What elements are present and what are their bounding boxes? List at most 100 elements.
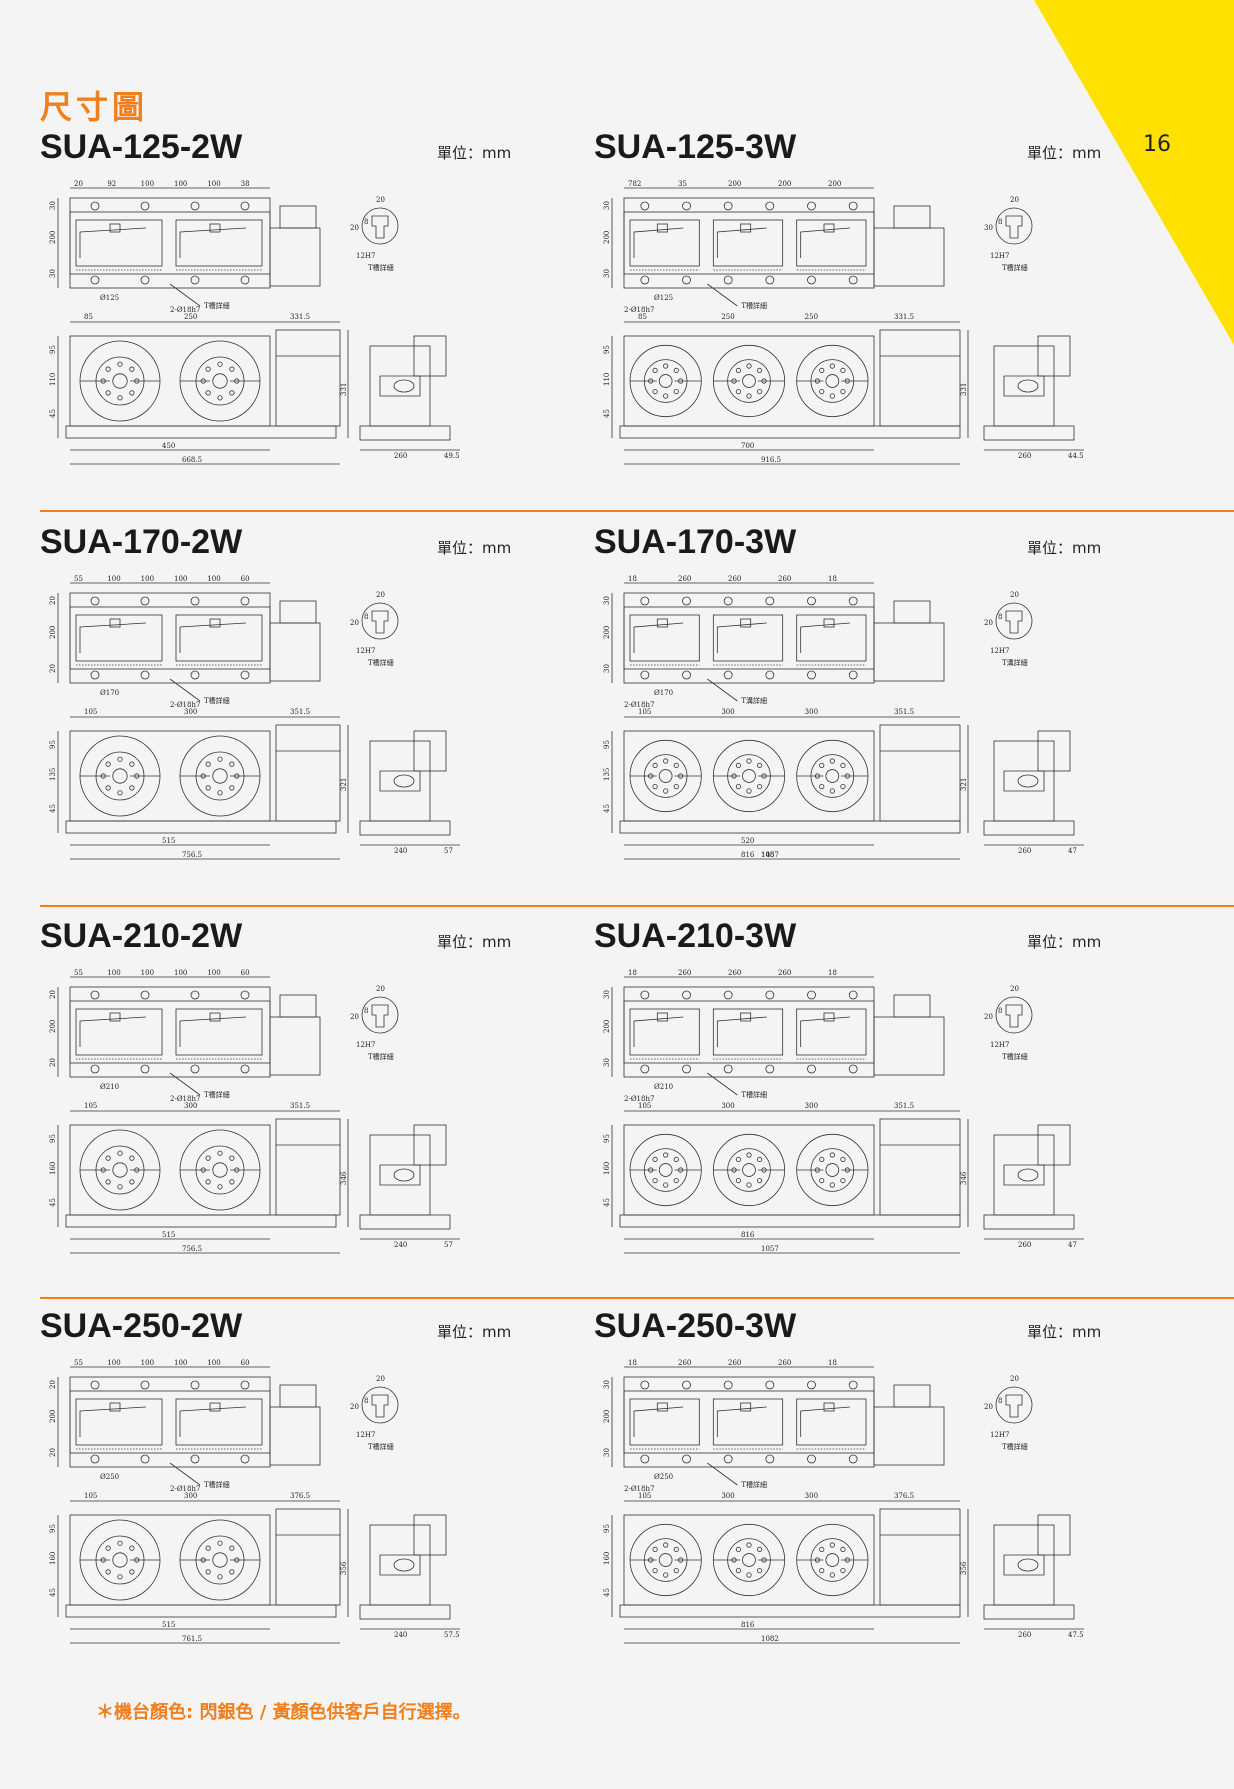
t-slot-detail-caption: T槽詳細 (368, 1442, 394, 1451)
dimension-label: 85 (84, 313, 93, 321)
dimension-label: 110 (49, 373, 57, 386)
t-slot-detail-circle (361, 602, 399, 640)
motor-box-front (879, 1508, 961, 1606)
mounting-hole (640, 596, 650, 606)
dimension-label: 200 (828, 180, 841, 188)
side-view-body (369, 345, 431, 427)
tenon-label: 2-Ø18h7 (624, 306, 654, 314)
dimension-label: 200 (728, 180, 741, 188)
top-view-body (69, 197, 271, 289)
dimension-label: 105 (84, 1492, 97, 1500)
height-label: 356 (340, 1561, 348, 1575)
tenon-label: 2-Ø18h7 (624, 1485, 654, 1493)
rotary-table-face (712, 739, 786, 813)
height-label: 321 (340, 778, 348, 791)
detail-dimension: 8 (998, 613, 1002, 621)
page-number: 16 (1143, 132, 1171, 157)
detail-dimension: 20 (350, 1013, 359, 1021)
dimension-label: 1057 (761, 1245, 779, 1253)
mounting-hole (90, 596, 100, 606)
mounting-hole (848, 990, 858, 1000)
mounting-hole (682, 596, 691, 606)
detail-dimension: 20 (984, 619, 993, 627)
motor-housing (873, 622, 945, 682)
top-view-body (69, 986, 271, 1078)
mounting-hole (723, 670, 733, 680)
t-slot-label: T槽詳細 (741, 301, 767, 310)
detail-dimension: 20 (350, 224, 359, 232)
detail-dimension: 8 (998, 1007, 1002, 1015)
dimension-label: 47 (1068, 847, 1077, 855)
dimension-label: 30 (603, 1058, 611, 1067)
dimension-label: 45 (603, 1198, 611, 1207)
t-slot-detail-circle (995, 1386, 1033, 1424)
dimension-label: 60 (241, 1359, 250, 1367)
mounting-hole (765, 1064, 775, 1074)
unit-label: 單位：mm (1027, 539, 1102, 557)
mounting-hole (190, 275, 200, 285)
dimension-label: 49.5 (444, 452, 460, 460)
front-view-body (623, 1514, 875, 1606)
front-view-body (623, 730, 875, 822)
detail-dimension: 30 (984, 224, 993, 232)
mounting-hole (723, 1454, 733, 1464)
dimension-label: 300 (184, 1492, 197, 1500)
mounting-hole (190, 1380, 200, 1390)
dimension-label: 260 (728, 575, 741, 583)
dimension-label: 60 (241, 575, 250, 583)
mounting-hole (240, 275, 250, 285)
side-view-base (359, 1214, 451, 1230)
dimension-label: 250 (184, 313, 197, 321)
dimension-label: 160 (49, 1552, 57, 1565)
dimension-label: 376.5 (894, 1492, 914, 1500)
dimension-label: 515 (162, 1231, 175, 1239)
dimension-label: 200 (778, 180, 791, 188)
dimension-label: 260 (678, 969, 691, 977)
side-view-base (359, 425, 451, 441)
mounting-hole (848, 670, 858, 680)
detail-dimension: 12H7 (990, 1431, 1009, 1439)
top-view-body (623, 1376, 875, 1468)
unit-label: 單位：mm (1027, 1323, 1102, 1341)
dimension-label: 260 (1018, 1631, 1031, 1639)
rotary-table-face (712, 1523, 786, 1597)
dimension-label: 30 (603, 990, 611, 999)
t-slot-label: T槽詳細 (204, 696, 230, 705)
dimension-label: 816 (741, 1231, 755, 1239)
mounting-hole (240, 596, 250, 606)
model-title: SUA-125-3W (594, 128, 797, 166)
dimension-label: 240 (394, 1631, 407, 1639)
dimension-label: 60 (241, 969, 250, 977)
dimension-label: 1057 (761, 851, 779, 859)
side-view-body (993, 1134, 1055, 1216)
side-view-body (369, 1524, 431, 1606)
dimension-label: 30 (49, 201, 57, 210)
dimension-label: 95 (603, 345, 611, 354)
motor-housing (269, 1406, 321, 1466)
motor-housing (873, 1016, 945, 1076)
mounting-hole (682, 201, 691, 211)
mounting-hole (765, 596, 775, 606)
mounting-hole (807, 596, 816, 606)
top-view-body (623, 197, 875, 289)
mounting-hole (90, 1064, 100, 1074)
detail-dimension: 20 (376, 1375, 385, 1383)
motor-housing (269, 227, 321, 287)
rotary-table-face (712, 1133, 786, 1207)
dimension-label: 45 (49, 804, 57, 813)
side-view-body (993, 740, 1055, 822)
diameter-label: Ø250 (654, 1473, 673, 1481)
diameter-label: Ø210 (100, 1083, 119, 1091)
dimension-label: 200 (603, 1410, 611, 1423)
motor-box-front (275, 724, 341, 822)
unit-label: 單位：mm (1027, 933, 1102, 951)
t-slot-detail-circle (995, 207, 1033, 245)
dimension-label: 95 (49, 345, 57, 354)
mounting-hole (848, 1064, 858, 1074)
dimension-label: 18 (828, 575, 837, 583)
dimension-label: 520 (741, 837, 754, 845)
dimension-label: 105 (638, 1102, 651, 1110)
